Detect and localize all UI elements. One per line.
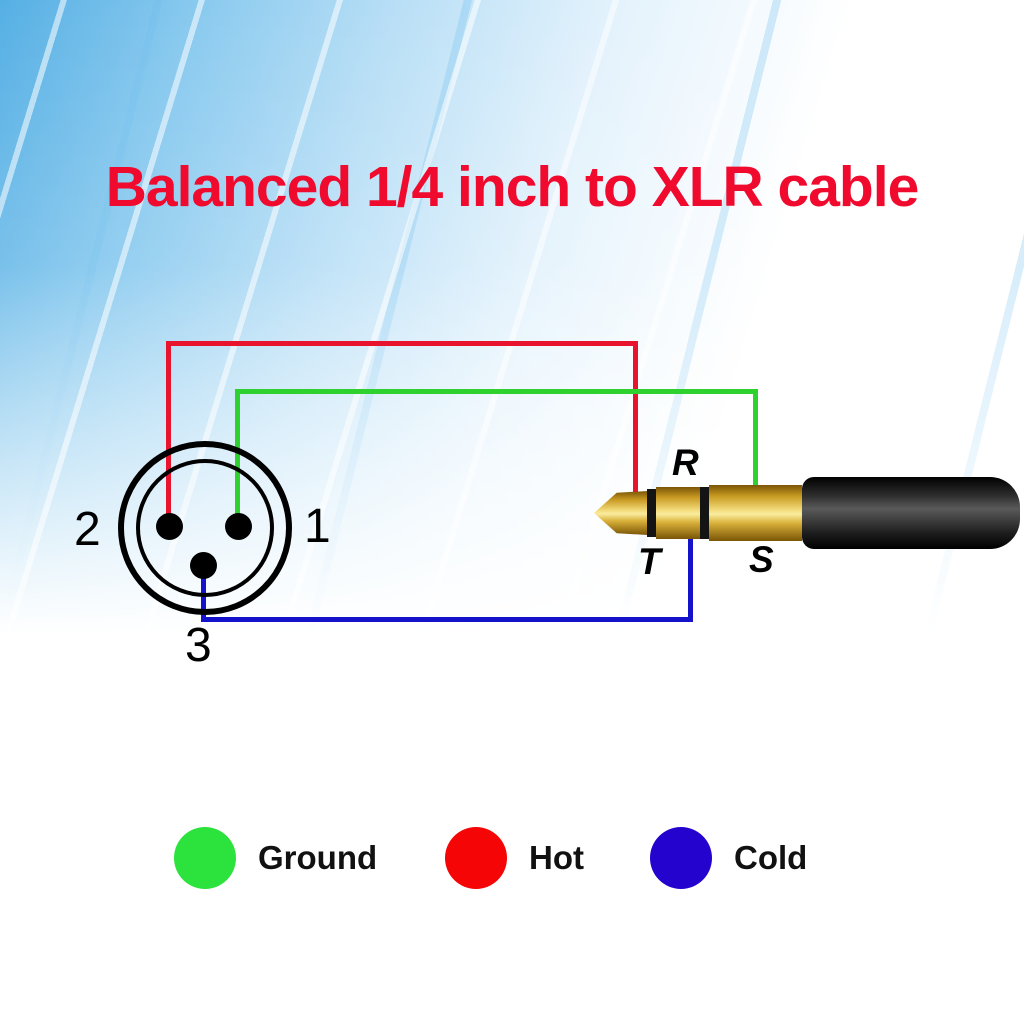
- trs-ring: [656, 487, 700, 539]
- xlr-pin-1-label: 1: [304, 500, 331, 553]
- ground-wire-segment-right: [753, 389, 758, 488]
- cold-legend-label: Cold: [734, 839, 808, 876]
- ground-color-swatch: [174, 827, 236, 889]
- trs-insulator-ring-1: [647, 489, 656, 537]
- legend-item-cold: Cold: [650, 827, 807, 889]
- xlr-pin-2: [156, 513, 183, 540]
- xlr-connector-inner-ring: [136, 459, 274, 597]
- trs-sleeve: [709, 485, 802, 541]
- cold-wire-segment-bottom: [201, 617, 693, 622]
- xlr-pin-1: [225, 513, 252, 540]
- xlr-pin-3: [190, 552, 217, 579]
- ground-wire-segment-top: [235, 389, 758, 394]
- hot-wire-segment-top: [166, 341, 638, 346]
- legend-item-hot: Hot: [445, 827, 584, 889]
- legend-item-ground: Ground: [174, 827, 377, 889]
- xlr-connector-outer-ring: [118, 441, 292, 615]
- trs-sleeve-label: S: [749, 539, 774, 580]
- hot-legend-label: Hot: [529, 839, 584, 876]
- cold-wire-segment-right: [688, 538, 693, 622]
- xlr-pin-3-label: 3: [185, 619, 212, 672]
- page-title: Balanced 1/4 inch to XLR cable: [105, 155, 920, 219]
- hot-wire-segment-right: [633, 341, 638, 501]
- hot-wire-segment-left: [166, 341, 171, 531]
- trs-plug-barrel: [802, 477, 1020, 549]
- ground-legend-label: Ground: [258, 839, 378, 876]
- cold-color-swatch: [650, 827, 712, 889]
- hot-color-swatch: [445, 827, 507, 889]
- trs-tip-label: T: [638, 541, 661, 582]
- xlr-pin-2-label: 2: [74, 503, 101, 556]
- trs-ring-label: R: [672, 442, 699, 483]
- trs-insulator-ring-2: [700, 487, 709, 539]
